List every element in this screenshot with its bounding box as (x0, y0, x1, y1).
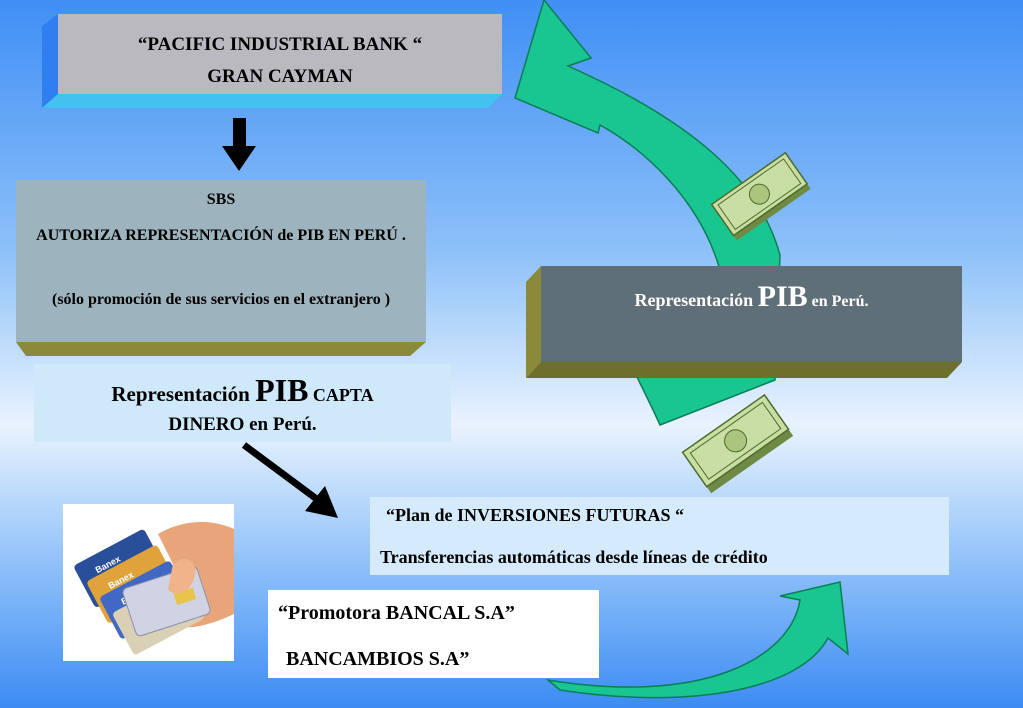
credit-cards-image: Banex Banex Banex Banex (63, 504, 234, 661)
sbs-title: SBS (206, 191, 236, 208)
capta-label-pre: Representación (111, 382, 256, 406)
capta-dinero-box: Representación PIB CAPTA DINERO en Perú. (34, 364, 451, 442)
sbs-authorization: AUTORIZA REPRESENTACIÓN de PIB EN PERÚ . (36, 227, 406, 244)
representacion-peru-box: Representación PIB en Perú. (541, 266, 962, 362)
sbs-note: (sólo promoción de sus servicios en el e… (51, 291, 391, 308)
promotora-name: “Promotora BANCAL S.A” (278, 602, 515, 624)
pib-gran-cayman-box: “PACIFIC INDUSTRIAL BANK “ GRAN CAYMAN (58, 14, 502, 94)
pib-title: “PACIFIC INDUSTRIAL BANK “ (137, 34, 423, 55)
capta-label-post: CAPTA (308, 385, 374, 405)
curved-arrow-icon (545, 581, 849, 699)
diagonal-arrow-icon (241, 442, 338, 518)
plan-transfers: Transferencias automáticas desde líneas … (380, 547, 768, 567)
money-stack-icon (710, 151, 811, 241)
plan-inversiones-box: “Plan de INVERSIONES FUTURAS “ Transfere… (370, 497, 949, 575)
capta-line2: DINERO en Perú. (168, 414, 317, 435)
bancambios-name: BANCAMBIOS S.A” (286, 648, 470, 670)
credit-cards-icon: Banex Banex Banex Banex (74, 522, 234, 655)
rep-label-pre: Representación (634, 290, 758, 310)
capta-label-big: PIB (255, 372, 309, 408)
promotora-box: “Promotora BANCAL S.A” BANCAMBIOS S.A” (268, 590, 599, 678)
down-arrow-icon (222, 118, 256, 171)
pib-location: GRAN CAYMAN (207, 66, 353, 87)
sbs-box: SBS AUTORIZA REPRESENTACIÓN de PIB EN PE… (16, 180, 426, 342)
rep-label-post: en Perú. (807, 293, 869, 310)
money-stack-icon (681, 393, 794, 494)
plan-title: “Plan de INVERSIONES FUTURAS “ (386, 505, 685, 525)
rep-label-big: PIB (757, 280, 808, 313)
